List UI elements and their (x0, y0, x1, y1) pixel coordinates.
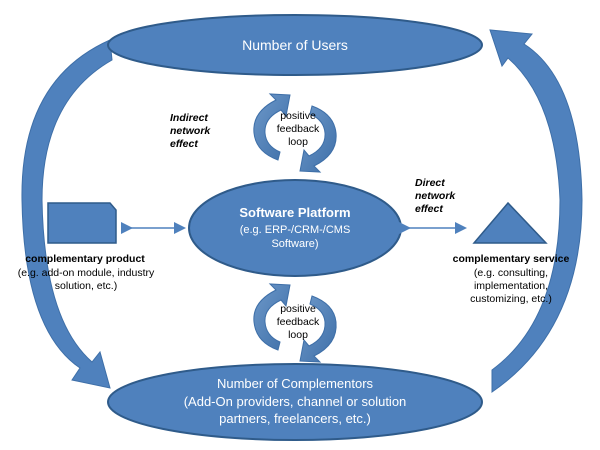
direct-effect-label: Direct network effect (415, 177, 456, 216)
product-title: complementary product (25, 253, 145, 265)
users-ellipse (107, 14, 483, 76)
service-shape (472, 201, 548, 244)
right-curved-arrow (489, 29, 583, 393)
left-curved-arrow (21, 39, 113, 389)
users-label: Number of Users (242, 37, 348, 53)
bottom-feedback-loop-icon (253, 283, 337, 363)
platform-subtitle: (e.g. ERP-/CRM-/CMS Software) (239, 224, 351, 251)
indirect-effect-label: Indirect network effect (170, 112, 211, 151)
product-desc: (e.g. add-on module, industry solution, … (17, 267, 155, 293)
platform-title: Software Platform (239, 205, 351, 220)
complementors-title: Number of Complementors (216, 376, 374, 391)
service-desc: (e.g. consulting, implementation, custom… (470, 267, 552, 306)
top-feedback-loop-icon (253, 93, 337, 173)
bottom-loop-label: positive feedback loop (276, 303, 320, 342)
service-title: complementary service (452, 253, 570, 265)
complementors-ellipse (107, 363, 483, 441)
complementors-subtitle: (Add-On providers, channel or solution p… (183, 394, 407, 426)
top-loop-label: positive feedback loop (276, 110, 320, 149)
product-shape (47, 202, 117, 244)
